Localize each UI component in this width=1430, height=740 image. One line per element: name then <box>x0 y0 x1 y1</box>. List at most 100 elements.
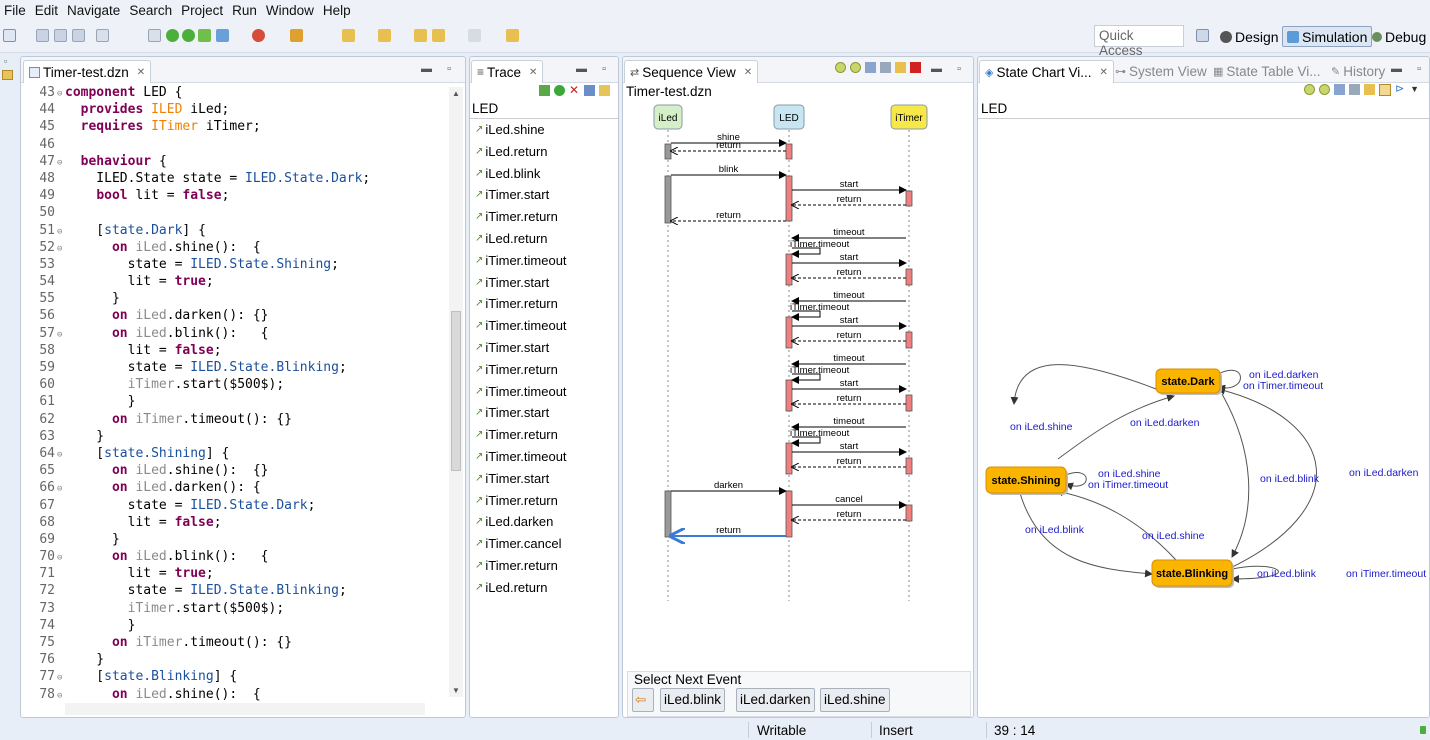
zoom-out-icon[interactable] <box>850 62 861 73</box>
trace-item[interactable]: ↗iLed.return <box>470 577 618 599</box>
print-icon[interactable] <box>72 29 85 42</box>
trace-item[interactable]: ↗iTimer.return <box>470 293 618 315</box>
debug-icon[interactable] <box>252 29 265 42</box>
fold-marker[interactable]: ⊖ <box>57 89 63 99</box>
transition-shining-to-dark[interactable] <box>1057 394 1175 460</box>
menu-help[interactable]: Help <box>322 3 351 18</box>
new-icon[interactable] <box>3 29 16 42</box>
self-loop-shining[interactable] <box>1065 472 1087 491</box>
fold-marker[interactable]: ⊖ <box>57 553 63 564</box>
scroll-down-icon[interactable]: ▼ <box>452 686 460 695</box>
close-icon[interactable]: ✕ <box>1099 66 1108 78</box>
fold-marker[interactable]: ⊖ <box>57 484 63 495</box>
run-icon[interactable] <box>166 29 179 42</box>
trace-item[interactable]: ↗iTimer.cancel <box>470 533 618 555</box>
print-preview-icon[interactable] <box>148 29 161 42</box>
tab-state-chart[interactable]: ◈ State Chart Vi... ✕ <box>979 60 1114 83</box>
build-icon[interactable] <box>96 29 109 42</box>
remove-icon[interactable]: ✕ <box>569 83 580 97</box>
trace-item[interactable]: ↗iLed.darken <box>470 511 618 533</box>
quick-access-field[interactable]: Quick Access <box>1094 25 1184 58</box>
tab-system-view[interactable]: ⊶ System View <box>1110 60 1212 83</box>
state-node[interactable] <box>1155 368 1221 394</box>
perspective-simulation[interactable]: Simulation <box>1282 26 1373 47</box>
trace-item[interactable]: ↗iTimer.start <box>470 184 618 206</box>
tab-trace[interactable]: ≡ Trace ✕ <box>471 60 544 83</box>
self-message[interactable] <box>791 436 821 447</box>
forward-icon[interactable] <box>432 29 445 42</box>
minimize-maximize-icon[interactable]: ▬ ▫ <box>576 63 612 75</box>
scroll-up-icon[interactable]: ▲ <box>452 89 460 98</box>
back-icon[interactable] <box>1364 84 1376 95</box>
package-explorer-icon[interactable] <box>2 70 13 80</box>
play-icon[interactable] <box>539 85 550 96</box>
trace-item[interactable]: ↗iTimer.return <box>470 555 618 577</box>
zoom-in-icon[interactable] <box>835 62 846 73</box>
trace-item[interactable]: ↗iTimer.return <box>470 206 618 228</box>
copy-icon[interactable] <box>1334 84 1346 95</box>
copy-icon[interactable] <box>865 62 876 73</box>
print-icon[interactable] <box>880 62 891 73</box>
lifeline-head-led[interactable] <box>773 104 805 130</box>
zoom-out-icon[interactable] <box>1319 84 1331 95</box>
tab-sequence-view[interactable]: ⇄ Sequence View ✕ <box>624 60 759 83</box>
horizontal-scrollbar[interactable] <box>65 703 425 715</box>
lifeline-head-itimer[interactable] <box>890 104 928 130</box>
open-perspective-icon[interactable] <box>1196 29 1209 42</box>
trace-item[interactable]: ↗iTimer.return <box>470 424 618 446</box>
trace-item[interactable]: ↗iTimer.start <box>470 402 618 424</box>
next-event-button-2[interactable]: iLed.shine <box>820 688 890 712</box>
prev-annotation-icon[interactable] <box>378 29 391 42</box>
back-button[interactable]: ⇦ <box>632 688 654 712</box>
scrollbar-thumb[interactable] <box>451 311 461 471</box>
save-icon[interactable] <box>36 29 49 42</box>
menu-file[interactable]: File <box>4 3 26 18</box>
minimize-maximize-icon[interactable]: ▬ ▫ <box>421 63 457 75</box>
trace-item[interactable]: ↗iLed.blink <box>470 163 618 185</box>
trace-item[interactable]: ↗iTimer.timeout <box>470 315 618 337</box>
resume-icon[interactable] <box>216 29 229 42</box>
step-icon[interactable] <box>182 29 195 42</box>
transition-shining-to-blinking[interactable] <box>1017 485 1153 578</box>
menu-search[interactable]: Search <box>129 3 173 18</box>
fold-marker[interactable]: ⊖ <box>57 673 63 684</box>
stop-icon[interactable] <box>910 62 921 73</box>
forward-disabled-icon[interactable] <box>468 29 481 42</box>
close-icon[interactable]: ✕ <box>743 66 753 78</box>
back-icon[interactable] <box>895 62 906 73</box>
external-tools-icon[interactable] <box>290 29 303 42</box>
back-icon[interactable] <box>414 29 427 42</box>
next-event-button-0[interactable]: iLed.blink <box>660 688 726 712</box>
trace-item[interactable]: ↗iTimer.start <box>470 337 618 359</box>
lifeline-head-iled[interactable] <box>653 104 683 130</box>
pin-icon[interactable] <box>506 29 519 42</box>
fold-marker[interactable]: ⊖ <box>57 449 63 460</box>
layout-icon[interactable] <box>1379 84 1392 96</box>
vertical-scrollbar[interactable]: ▲ ▼ <box>449 87 463 697</box>
save-icon[interactable] <box>584 85 595 96</box>
state-node[interactable] <box>1151 559 1233 587</box>
trace-item[interactable]: ↗iTimer.timeout <box>470 250 618 272</box>
self-loop-dark[interactable] <box>1217 369 1241 393</box>
trace-item[interactable]: ↗iLed.return <box>470 228 618 250</box>
trace-item[interactable]: ↗iLed.shine <box>470 119 618 141</box>
trace-item[interactable]: ↗iTimer.start <box>470 272 618 294</box>
fold-marker[interactable]: ⊖ <box>57 226 63 237</box>
menu-run[interactable]: Run <box>232 3 257 18</box>
tab-state-table[interactable]: ▦ State Table Vi... <box>1208 60 1325 83</box>
fold-marker[interactable]: ⊖ <box>57 243 63 254</box>
tab-timer-test-dzn[interactable]: Timer-test.dzn ✕ <box>23 60 152 83</box>
self-message[interactable] <box>791 310 821 321</box>
trace-item[interactable]: ↗iTimer.timeout <box>470 381 618 403</box>
self-loop-blinking[interactable] <box>1231 565 1279 583</box>
minimize-maximize-icon[interactable]: ▬ ▫ <box>931 63 967 75</box>
close-icon[interactable]: ✕ <box>136 66 146 78</box>
menu-navigate[interactable]: Navigate <box>67 3 121 18</box>
step-over-icon[interactable] <box>198 29 211 42</box>
link-icon[interactable]: ⊳ <box>1395 83 1405 95</box>
trace-item[interactable]: ↗iLed.return <box>470 141 618 163</box>
trace-item[interactable]: ↗iTimer.return <box>470 490 618 512</box>
state-node[interactable] <box>985 466 1067 494</box>
trace-item[interactable]: ↗iTimer.timeout <box>470 446 618 468</box>
save-all-icon[interactable] <box>54 29 67 42</box>
